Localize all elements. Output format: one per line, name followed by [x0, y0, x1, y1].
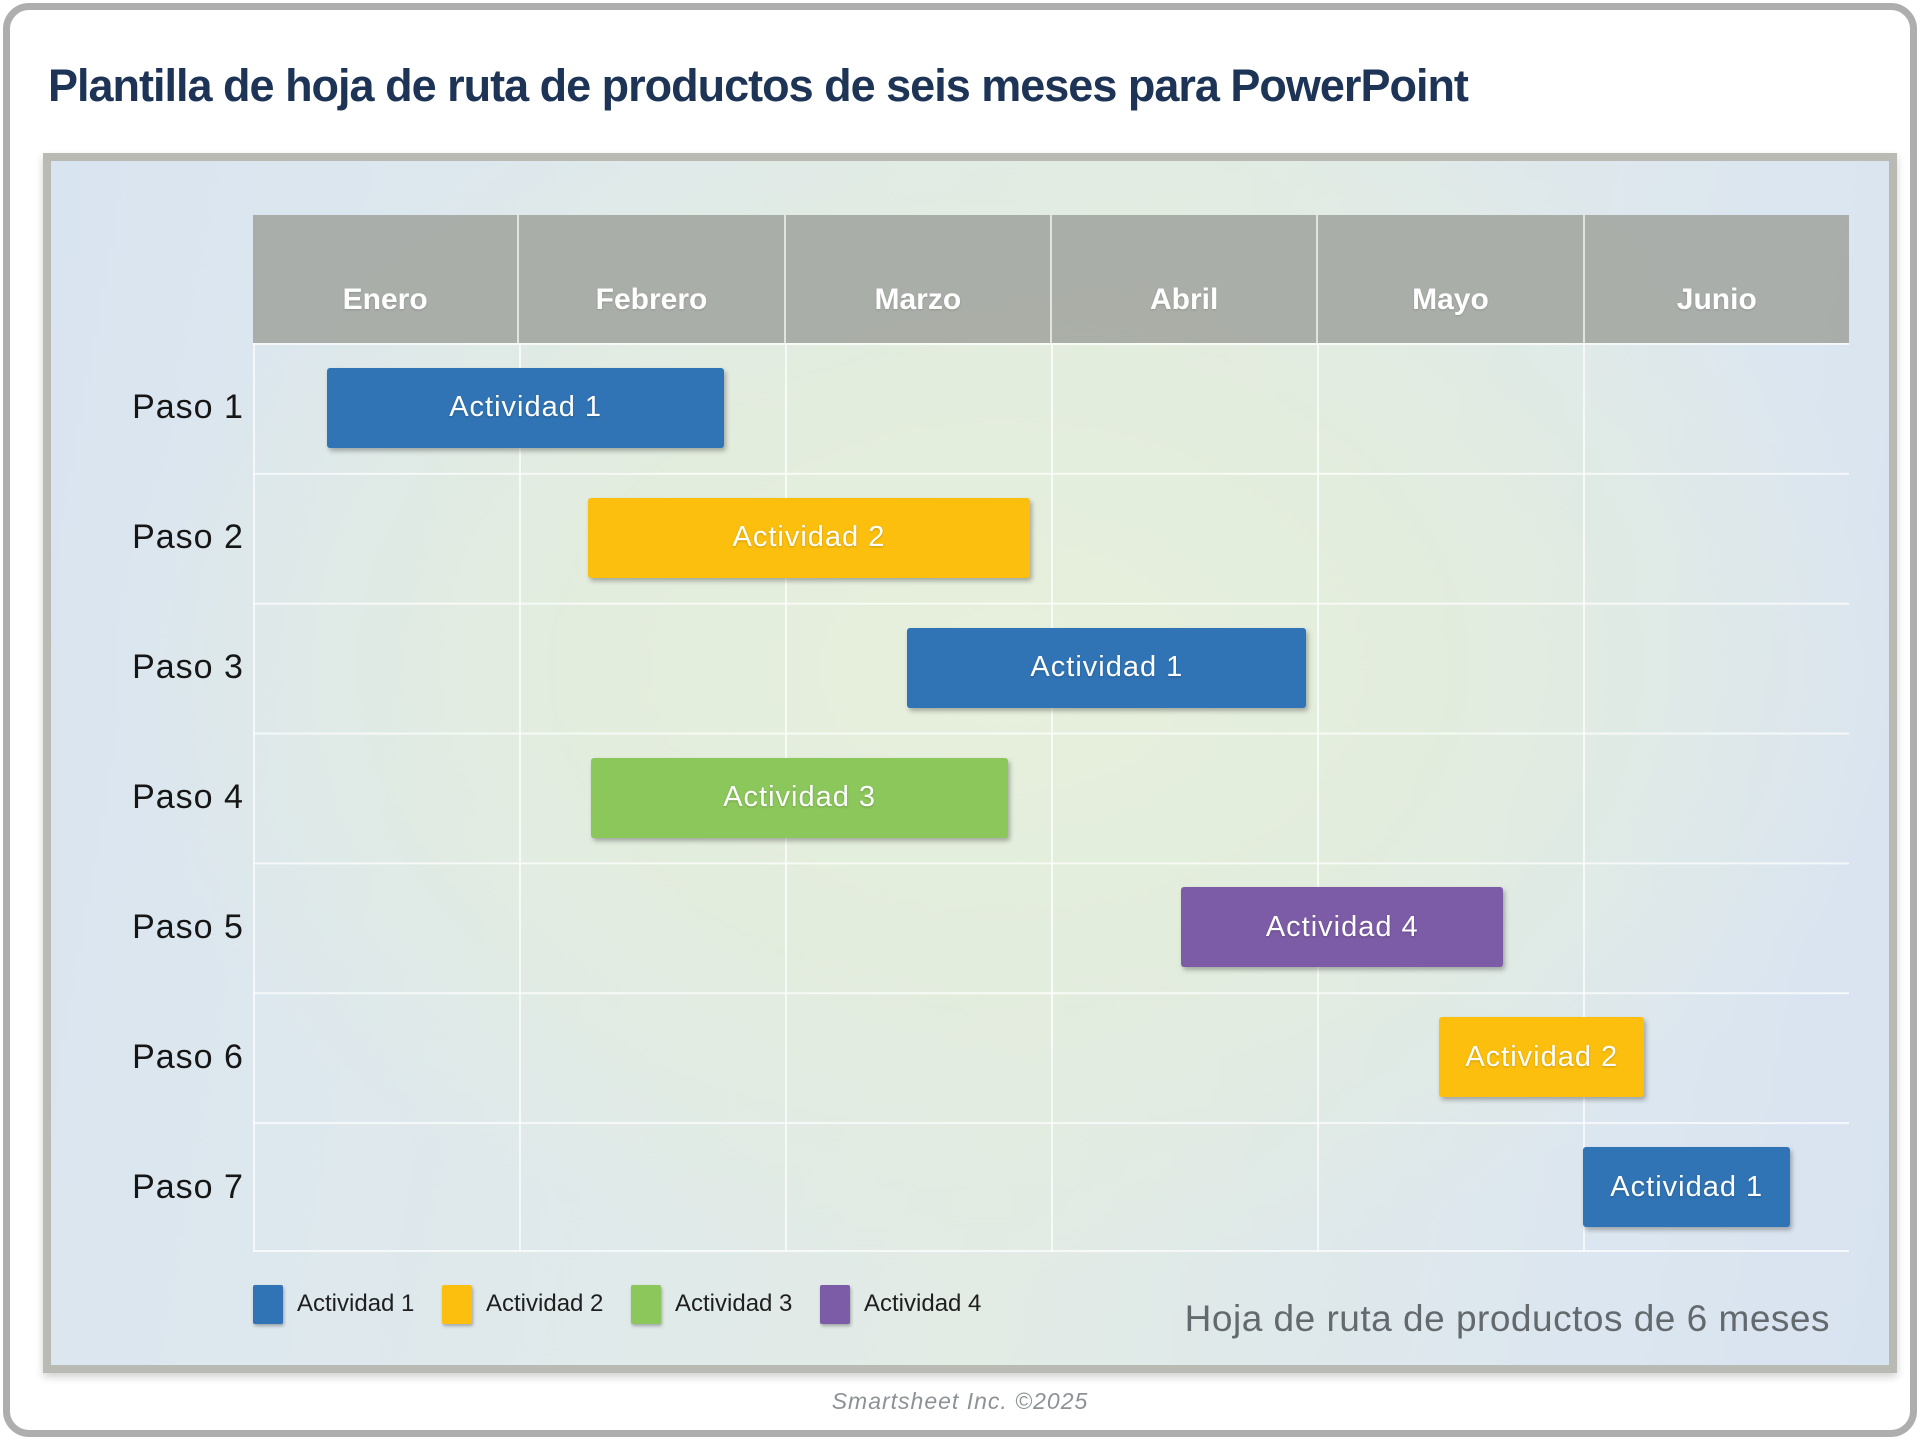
legend-item: Actividad 2	[442, 1282, 631, 1326]
month-header-cell: Marzo	[786, 215, 1052, 343]
roadmap-caption: Hoja de ruta de productos de 6 meses	[1184, 1298, 1830, 1339]
month-header-cell: Junio	[1676, 283, 1757, 316]
legend-label: Actividad 4	[864, 1290, 982, 1317]
legend-item: Actividad 4	[820, 1282, 1009, 1326]
row-label: Paso 5	[132, 907, 244, 946]
gantt-bar: Actividad 1	[907, 627, 1307, 708]
gantt-bar: Actividad 4	[1181, 887, 1504, 968]
page-title: Plantilla de hoja de ruta de productos d…	[48, 60, 1469, 111]
legend-item: Actividad 1	[253, 1282, 442, 1326]
footer-credit: Smartsheet Inc. ©2025	[831, 1388, 1089, 1414]
row-label: Paso 3	[132, 648, 244, 687]
legend-swatch	[253, 1284, 283, 1324]
gantt-bars-layer: Actividad 1 Actividad 2 Actividad 1 Activid…	[253, 343, 1849, 1252]
legend: Actividad 1 Actividad 2 Actividad 3 Activid…	[253, 1282, 1009, 1326]
row-label: Paso 4	[132, 777, 244, 816]
row-label: Paso 7	[132, 1167, 244, 1206]
legend-swatch	[820, 1284, 850, 1324]
gantt-bar: Actividad 3	[590, 757, 1009, 838]
gantt-bar: Actividad 1	[1583, 1147, 1791, 1228]
gantt-grid	[253, 343, 1849, 1252]
legend-swatch	[442, 1284, 472, 1324]
slide-card: Plantilla de hoja de ruta de productos d…	[3, 3, 1917, 1437]
month-header-cell: Enero	[253, 215, 520, 343]
legend-swatch	[631, 1284, 661, 1324]
month-header-cell: Mayo	[1318, 215, 1585, 343]
legend-label: Actividad 1	[297, 1290, 415, 1317]
legend-label: Actividad 2	[486, 1290, 604, 1317]
legend-label: Actividad 3	[675, 1290, 793, 1317]
month-header-cell: Febrero	[519, 215, 786, 343]
gantt-bar: Actividad 1	[327, 367, 724, 448]
gantt-bar: Actividad 2	[588, 497, 1030, 578]
month-header-cell: Abril	[1052, 215, 1319, 343]
gantt-bar: Actividad 2	[1439, 1017, 1645, 1098]
row-label-column: Paso 1 Paso 2 Paso 3 Paso 4 Paso 5 Paso 6 Paso…	[108, 343, 268, 1252]
legend-item: Actividad 3	[631, 1282, 820, 1326]
row-label: Paso 6	[132, 1037, 244, 1076]
row-label: Paso 1	[132, 388, 244, 427]
row-label: Paso 2	[132, 518, 244, 557]
